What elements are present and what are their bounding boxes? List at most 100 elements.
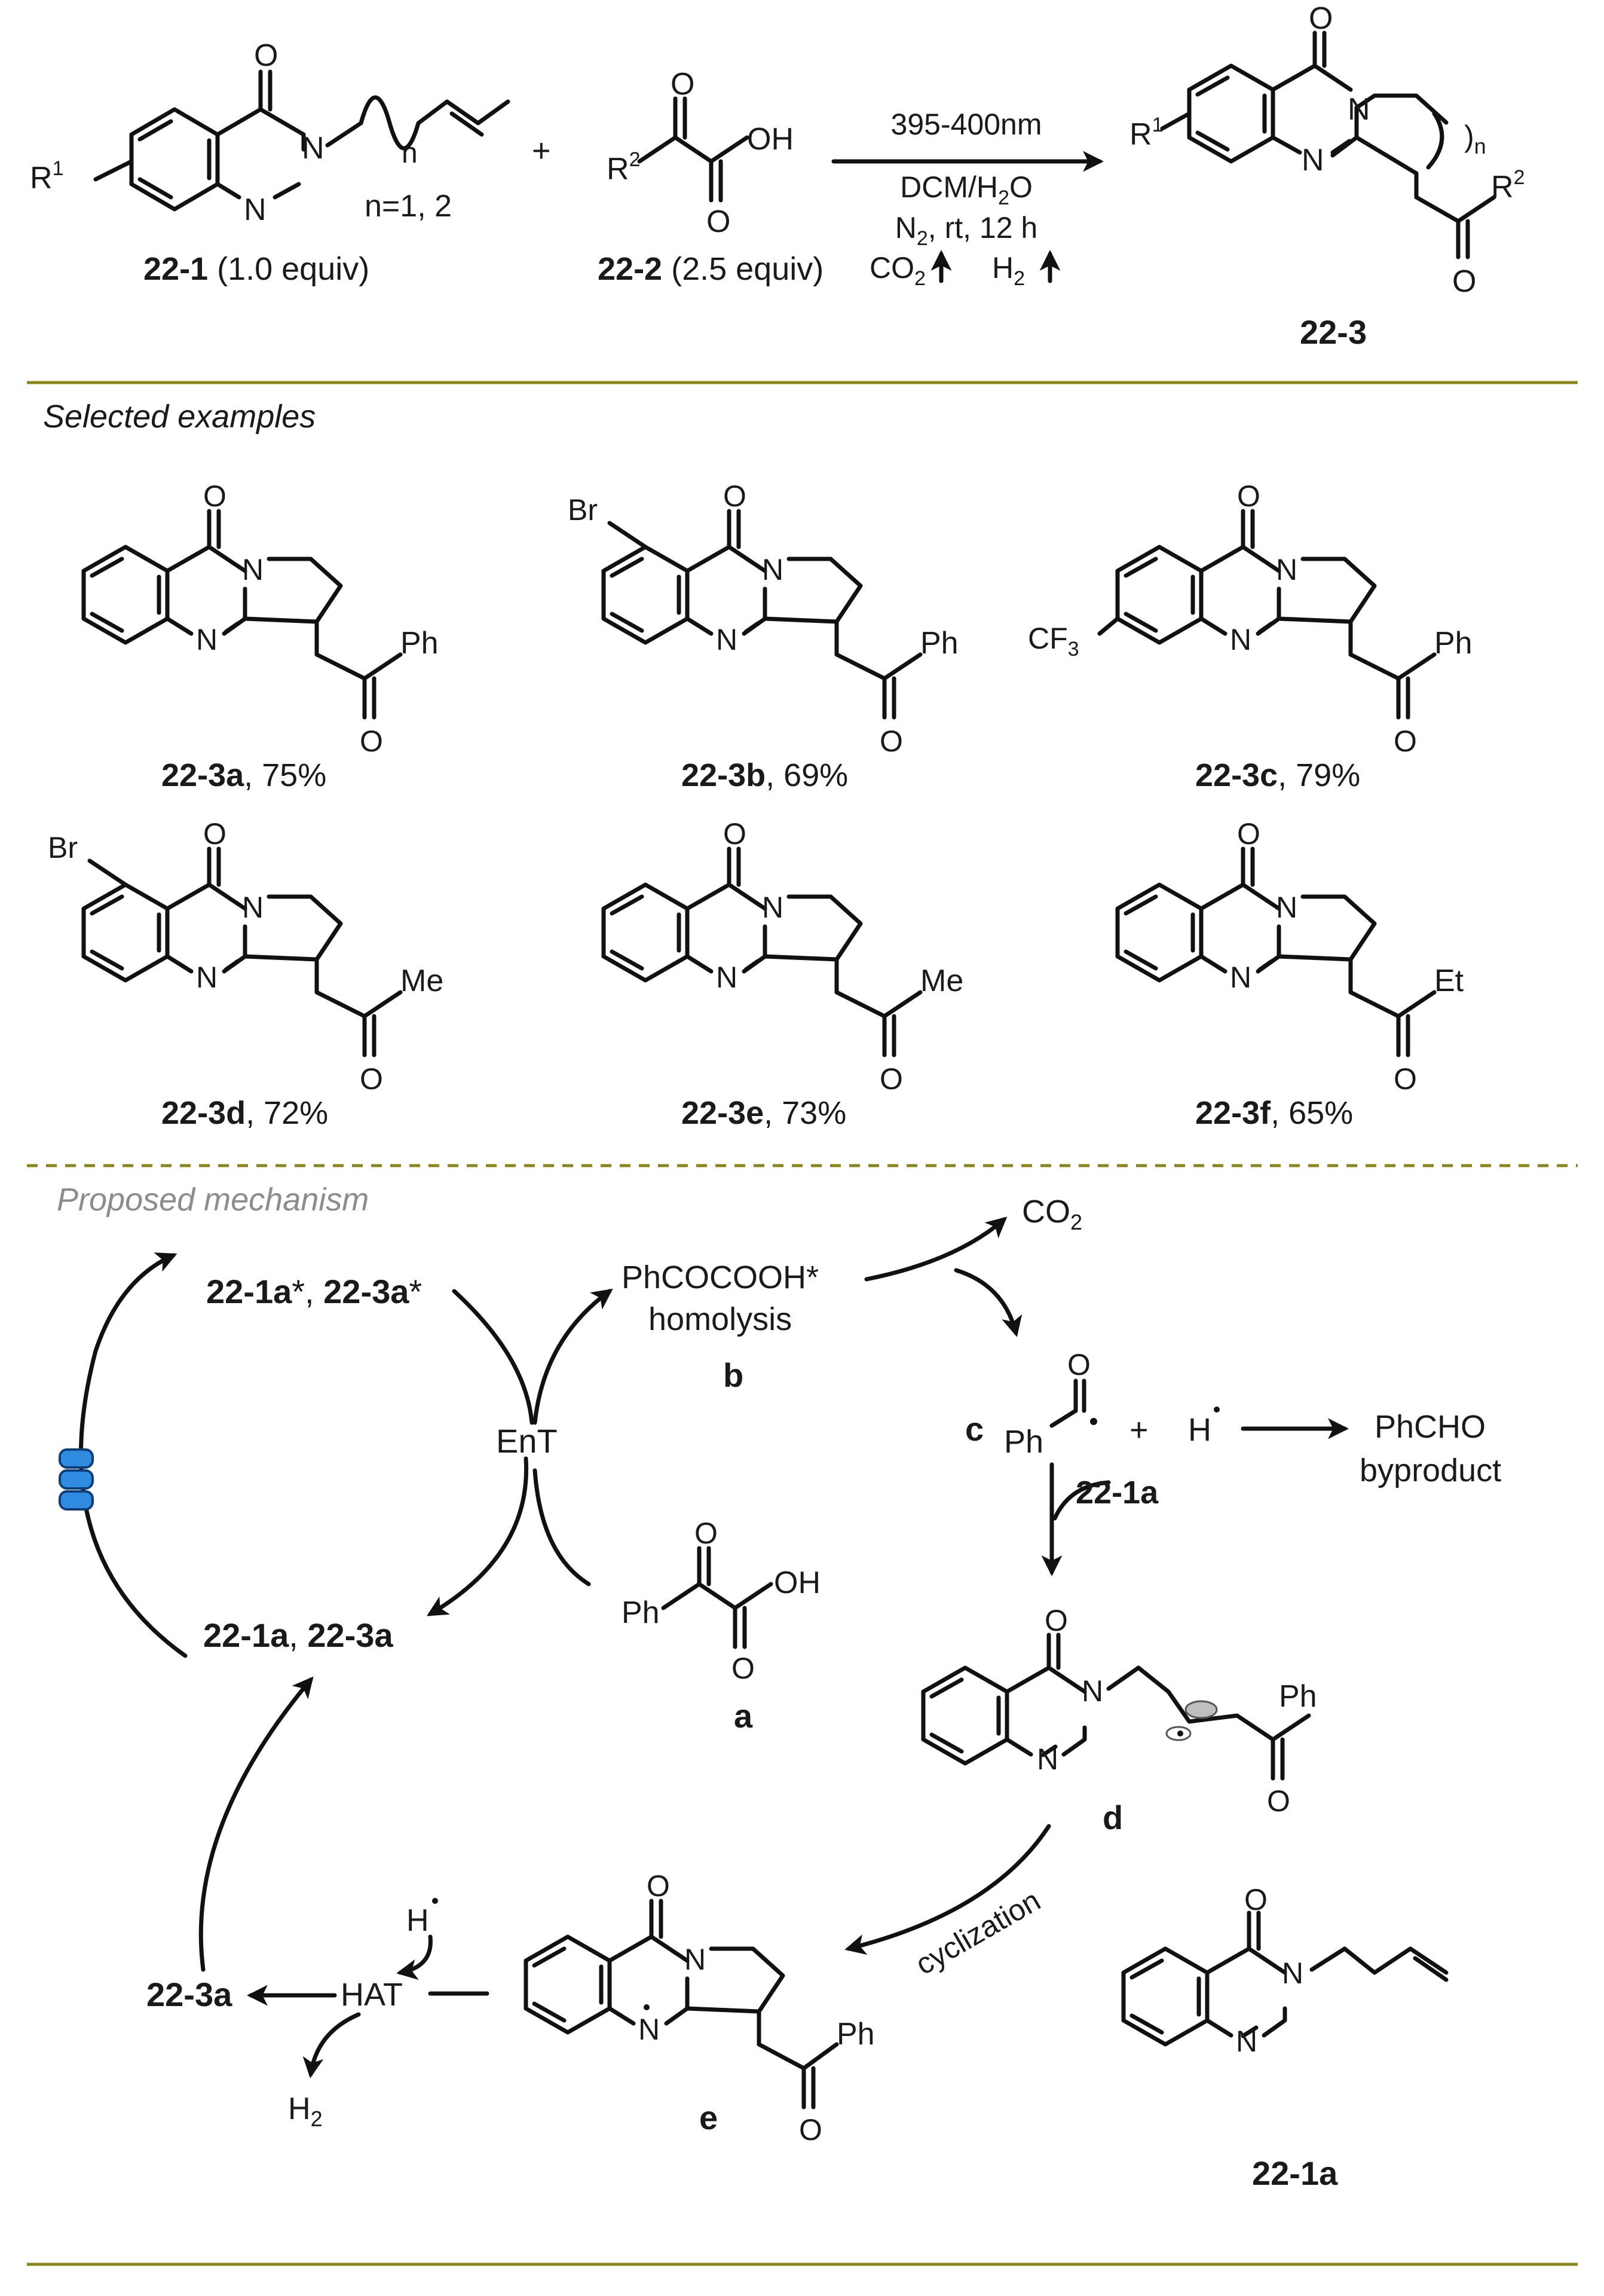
e-ketone-o: O <box>799 2113 822 2147</box>
d-ketone-o: O <box>1267 1784 1290 1818</box>
cycle-arc-ent-bottom <box>426 1456 529 1616</box>
co2-loss-arrow <box>864 1216 1008 1282</box>
homolysis-note: homolysis <box>648 1301 792 1337</box>
cycle-arc-excitation <box>78 1252 188 1658</box>
h-radical: H <box>1188 1412 1211 1448</box>
a-acid-o: O <box>731 1652 755 1685</box>
reagent-22-1a: 22-1a <box>1076 1475 1159 1511</box>
mechanism-heading: Proposed mechanism <box>57 1182 369 1218</box>
label-d: d <box>1103 1799 1123 1836</box>
structure-22-1a <box>1121 1910 1449 2047</box>
product-r2: R2 <box>1491 166 1525 204</box>
s-n3: N <box>1282 1956 1303 1990</box>
product-r1: R1 <box>1129 114 1163 152</box>
example-ketone-substituent: Et <box>1434 964 1464 998</box>
d-phenyl: Ph <box>1279 1679 1317 1714</box>
h-into-hat-arrow <box>396 1934 433 1980</box>
product-n-bridge: N <box>1348 92 1370 127</box>
product-n-subscript: )n <box>1464 120 1486 158</box>
example-ketone-o: O <box>1394 724 1417 758</box>
example-n-bridge: N <box>762 553 783 586</box>
example-carbonyl-o: O <box>1237 479 1260 513</box>
example-cf3-substituent: CF3 <box>1028 622 1079 661</box>
e-n-ring: N <box>638 2013 660 2046</box>
example-ketone-o: O <box>360 724 383 758</box>
cyclization-arrow <box>844 1824 1051 1955</box>
cycle-arc-ent-top <box>452 1289 534 1425</box>
s-carbonyl-o: O <box>1244 1883 1268 1916</box>
light-condition: 395-400nm <box>891 108 1042 141</box>
example-n-bridge: N <box>1276 553 1297 586</box>
example-ketone-substituent: Me <box>920 964 963 998</box>
label-b: b <box>723 1356 743 1394</box>
phenylglyoxylic-acid-structure <box>661 1546 773 1649</box>
hat-h-radical: H <box>406 1903 429 1938</box>
hat-label: HAT <box>341 1977 403 2013</box>
example-n-bridge: N <box>242 891 264 924</box>
label-c: c <box>965 1410 984 1448</box>
a-keto-o: O <box>694 1517 718 1550</box>
example-n-bridge: N <box>1276 891 1297 924</box>
ent-to-b-arrow <box>532 1288 613 1425</box>
example-br-substituent: Br <box>48 831 78 864</box>
example-ketone-o: O <box>1394 1062 1417 1096</box>
example-n-ring: N <box>1230 623 1251 656</box>
final-product-22-3a: 22-3a <box>146 1976 232 2013</box>
example-label: 22-3c, 79% <box>1195 757 1360 793</box>
example-n-bridge: N <box>242 553 264 586</box>
product-ketone-o: O <box>1452 264 1476 299</box>
example-ketone-o: O <box>880 1062 903 1096</box>
acid-o: O <box>706 204 730 239</box>
c-phenyl: Ph <box>1004 1424 1043 1460</box>
reactant-22-1-structure <box>93 69 510 212</box>
example-ketone-o: O <box>880 724 903 758</box>
carbonyl-o: O <box>254 38 278 73</box>
plus-radical: + <box>1129 1412 1149 1448</box>
structure-22-1a-label: 22-1a <box>1252 2154 1338 2192</box>
example-label: 22-3f, 65% <box>1195 1095 1353 1131</box>
excited-state-label: 22-1a*, 22-3a* <box>206 1273 422 1310</box>
example-label: 22-3a, 75% <box>161 757 326 793</box>
product-carbonyl-o: O <box>1309 1 1333 36</box>
e-carbonyl-o: O <box>647 1869 670 1903</box>
example-br-substituent: Br <box>568 493 598 527</box>
oh-label: OH <box>747 122 794 157</box>
example-carbonyl-o: O <box>723 479 746 513</box>
reactant-22-2-structure <box>637 96 749 203</box>
hat-h-dot <box>432 1898 438 1904</box>
product-to-cycle-arrow <box>198 1676 314 1972</box>
example-n-ring: N <box>1230 961 1251 994</box>
reagent-in-arrow <box>1052 1480 1111 1521</box>
example-carbonyl-o: O <box>203 479 226 513</box>
r2-label: R2 <box>607 148 640 187</box>
co2-product: CO2 <box>1022 1194 1082 1234</box>
example-n-ring: N <box>196 961 218 994</box>
example-ketone-o: O <box>360 1062 383 1096</box>
r1-label: R1 <box>30 157 63 195</box>
example-n-ring: N <box>716 623 737 656</box>
product-22-3-label: 22-3 <box>1300 313 1367 351</box>
label-e: e <box>699 2099 718 2136</box>
n-values: n=1, 2 <box>365 189 452 224</box>
d-n3: N <box>1082 1674 1103 1708</box>
d-n1: N <box>1037 1742 1058 1776</box>
ground-state-label: 22-1a, 22-3a <box>203 1616 393 1654</box>
reactant-22-2-label: 22-2 (2.5 equiv) <box>598 251 824 287</box>
product-n-ring: N <box>1302 143 1324 178</box>
example-n-bridge: N <box>762 891 783 924</box>
n3-atom: N <box>302 131 325 166</box>
atmosphere-condition: N2, rt, 12 h <box>895 211 1037 250</box>
h2-release: H2 <box>992 251 1025 290</box>
c-oxygen: O <box>1067 1348 1091 1381</box>
led-lamp-icon <box>59 1448 94 1511</box>
e-n-bridge: N <box>684 1943 706 1976</box>
example-label: 22-3e, 73% <box>681 1095 846 1131</box>
product-22-3-structure <box>1160 30 1496 259</box>
example-carbonyl-o: O <box>203 817 226 851</box>
